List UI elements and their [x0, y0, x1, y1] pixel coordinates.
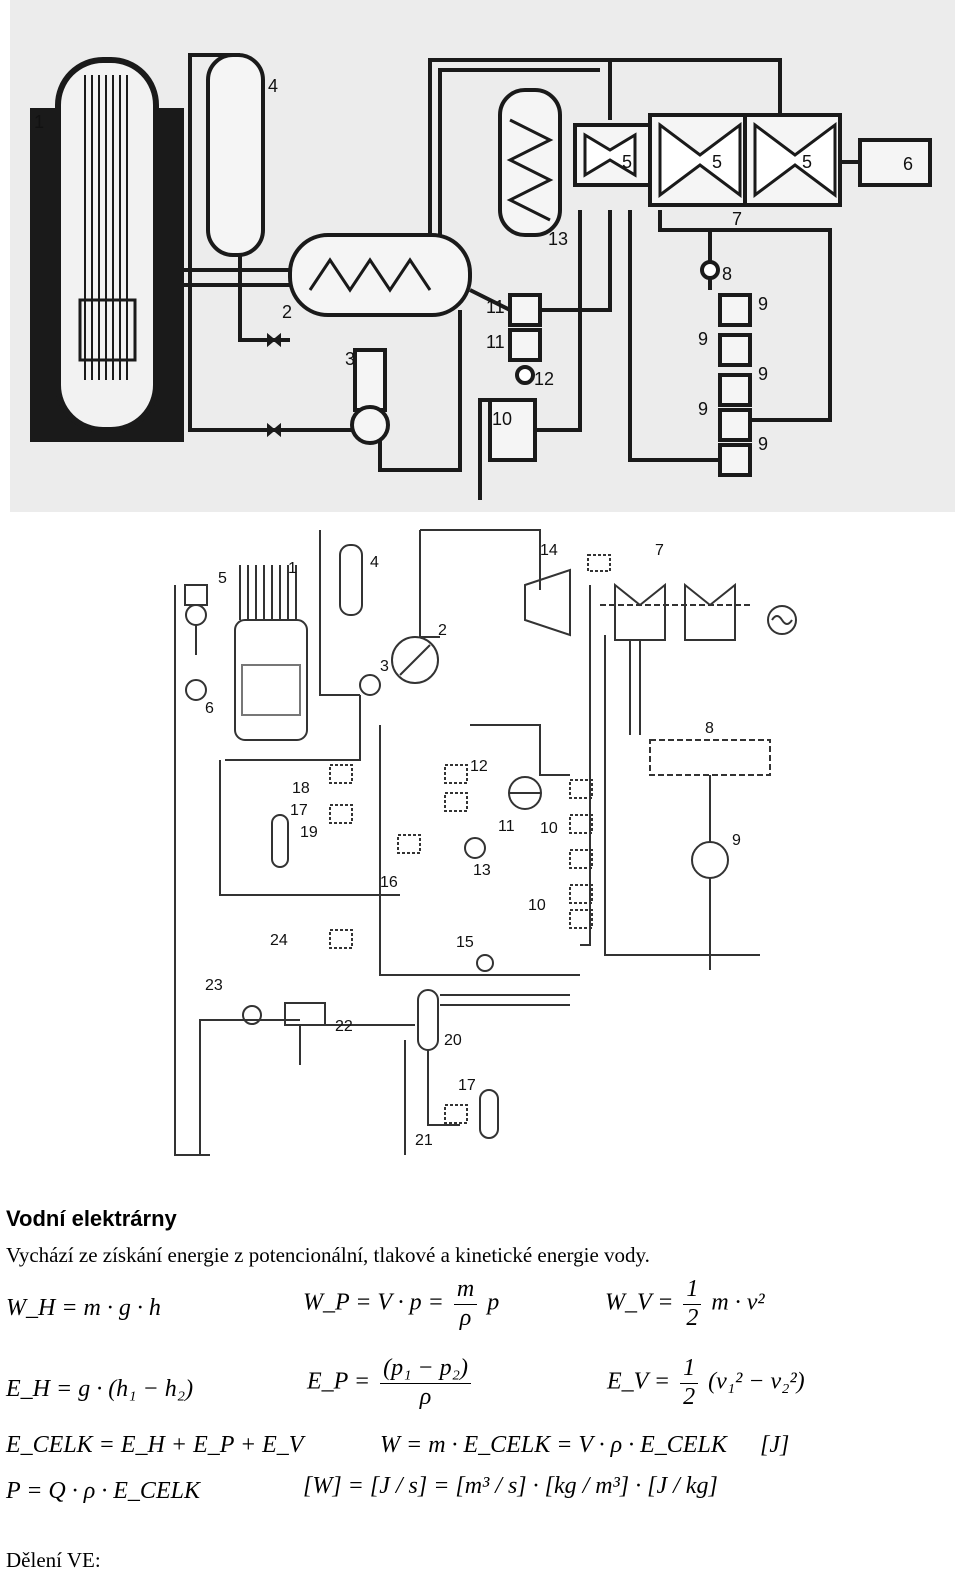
- schematic-svg: 1 2 3 4 5 6 7 8 9 10 10 11 12 13 14 15 1…: [174, 529, 797, 1156]
- section-intro: Vychází ze získání energie z potencionál…: [6, 1243, 650, 1267]
- fig2-label: 24: [270, 932, 288, 949]
- eq-ev-right: (v₁² − v₂²): [708, 1368, 805, 1395]
- fig2-label: 5: [218, 570, 227, 587]
- equation-w-total: W = m · E_CELK = V · ρ · E_CELK: [380, 1432, 727, 1458]
- equation-unit-j: [J]: [760, 1432, 790, 1458]
- fig2-label: 2: [438, 622, 447, 639]
- eq-wv-fraction: 1 2: [683, 1276, 702, 1332]
- fig1-label: 5: [622, 152, 632, 172]
- fig1-label: 9: [758, 294, 768, 314]
- eq-wv-num: 1: [683, 1276, 702, 1305]
- fig2-label: 3: [380, 658, 389, 675]
- fig2-label: 7: [655, 542, 664, 559]
- fig2-label: 16: [380, 874, 398, 891]
- fig1-label: 9: [698, 329, 708, 349]
- fig2-label: 11: [498, 818, 515, 835]
- turbine-hp: [583, 132, 637, 178]
- fig2-label: 17: [290, 802, 308, 819]
- eq-wv-left: W_V =: [605, 1289, 674, 1316]
- pressurizer-4: [339, 544, 363, 616]
- fig2-label: 15: [456, 934, 474, 951]
- fig2-label: 14: [540, 542, 558, 559]
- eq-ev-den: 2: [683, 1383, 696, 1410]
- eq-wp-num: m: [453, 1276, 478, 1305]
- valve-2: [267, 332, 281, 348]
- equation-wp: W_P = V · p = m ρ p: [303, 1276, 499, 1332]
- fig2-label: 23: [205, 977, 223, 994]
- fig1-label: 12: [534, 369, 554, 389]
- reactor: [234, 619, 308, 741]
- pressurizer: [206, 53, 265, 257]
- fig1-label: 4: [268, 76, 278, 96]
- fig1-label: 11: [486, 332, 505, 352]
- eq-ep-fraction: (p₁ − p₂) ρ: [380, 1355, 471, 1411]
- fig1-label: 13: [548, 229, 568, 249]
- eq-ep-left: E_P =: [307, 1368, 371, 1395]
- pump-3: [353, 348, 387, 412]
- condenser-8: [649, 739, 771, 776]
- equation-power: P = Q · ρ · E_CELK: [6, 1478, 200, 1504]
- eq-wp-den: ρ: [459, 1304, 472, 1331]
- eq-ev-num: 1: [680, 1355, 699, 1384]
- generator: [858, 138, 932, 187]
- equation-wh: W_H = m · g · h: [6, 1295, 161, 1321]
- eq-ev-left: E_V =: [607, 1368, 671, 1395]
- fig1-label: 8: [722, 264, 732, 284]
- fig2-label: 1: [288, 560, 297, 577]
- fig1-label: 5: [712, 152, 722, 172]
- fig2-label: 18: [292, 780, 310, 797]
- fig2-label: 13: [473, 862, 491, 879]
- condenser: [498, 88, 562, 237]
- fig2-label: 4: [370, 554, 379, 571]
- eq-wp-right: p: [487, 1289, 500, 1316]
- equation-eh: E_H = g · (h₁ − h₂): [6, 1376, 194, 1402]
- fig2-label: 12: [470, 758, 488, 775]
- fig2-label: 10: [540, 820, 558, 837]
- fig2-label: 17: [458, 1077, 476, 1094]
- eq-wp-fraction: m ρ: [453, 1276, 478, 1332]
- fig1-label: 7: [732, 209, 742, 229]
- turbine-lp1: [658, 122, 742, 198]
- equation-units: [W] = [J / s] = [m³ / s] · [kg / m³] · […: [303, 1473, 718, 1499]
- eq-ep-num: (p₁ − p₂): [380, 1355, 471, 1384]
- equation-wv: W_V = 1 2 m · v²: [605, 1276, 765, 1332]
- eq-ev-fraction: 1 2: [680, 1355, 699, 1411]
- turbine-lp2: [753, 122, 837, 198]
- fig2-label: 10: [528, 897, 546, 914]
- fig2-label: 19: [300, 824, 318, 841]
- fig1-label: 1: [34, 112, 44, 132]
- eq-wv-den: 2: [686, 1304, 699, 1331]
- fig2-label: 9: [732, 832, 741, 849]
- eq-wv-right: m · v²: [711, 1289, 765, 1316]
- fig1-label: 9: [758, 434, 768, 454]
- fig1-label: 2: [282, 302, 292, 322]
- fig1-label: 3: [345, 349, 355, 369]
- fig2-label: 8: [705, 720, 714, 737]
- nuclear-plant-diagram: 1 2 3 4 5 5 5 6 7 8 9 9 9 9 9 10 11 11 1…: [10, 0, 955, 512]
- fig1-label: 11: [486, 297, 505, 317]
- fig2-label: 20: [444, 1032, 462, 1049]
- equation-ev: E_V = 1 2 (v₁² − v₂²): [607, 1355, 805, 1411]
- fig1-label: 10: [492, 409, 512, 429]
- eq-wp-left: W_P = V · p =: [303, 1289, 444, 1316]
- fig2-label: 22: [335, 1018, 353, 1035]
- eq-ep-den: ρ: [419, 1383, 432, 1410]
- steam-generator-2: [391, 636, 439, 684]
- fig1-label: 6: [903, 154, 913, 174]
- section-title: Vodní elektrárny: [6, 1206, 177, 1231]
- fig2-label: 6: [205, 700, 214, 717]
- equation-ep: E_P = (p₁ − p₂) ρ: [307, 1355, 475, 1411]
- fig1-label: 9: [698, 399, 708, 419]
- equation-ecelk: E_CELK = E_H + E_P + E_V: [6, 1432, 304, 1458]
- fig1-label: 9: [758, 364, 768, 384]
- fig2-label: 21: [415, 1132, 433, 1149]
- power-plant-schematic: 1 2 3 4 5 6 7 8 9 10 10 11 12 13 14 15 1…: [160, 525, 800, 1165]
- fig1-label: 5: [802, 152, 812, 172]
- generator-symbol: [767, 605, 797, 635]
- nuclear-plant-svg: 1 2 3 4 5 5 5 6 7 8 9 9 9 9 9 10 11 11 1…: [30, 53, 932, 500]
- footer-text: Dělení VE:: [6, 1548, 101, 1572]
